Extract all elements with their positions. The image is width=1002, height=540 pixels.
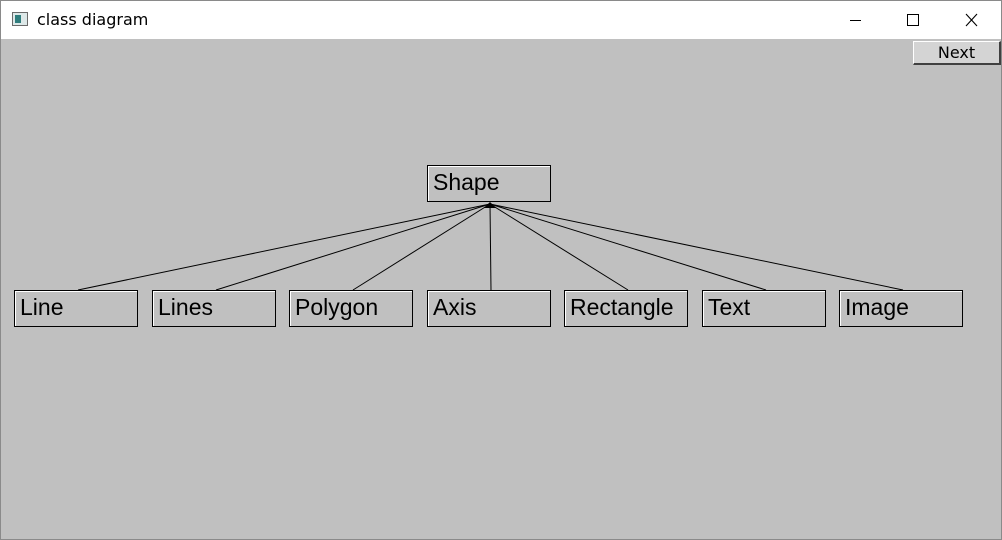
class-box-shape: Shape bbox=[427, 165, 551, 202]
minimize-icon bbox=[850, 20, 861, 21]
class-box-rectangle: Rectangle bbox=[564, 290, 688, 327]
minimize-button[interactable] bbox=[827, 1, 885, 39]
inheritance-line-rectangle bbox=[489, 203, 629, 291]
close-button[interactable] bbox=[943, 1, 1001, 39]
class-box-axis: Axis bbox=[427, 290, 551, 327]
class-box-image: Image bbox=[839, 290, 963, 327]
title-bar[interactable]: class diagram bbox=[1, 1, 1001, 39]
class-diagram bbox=[77, 202, 904, 291]
inheritance-arrowhead bbox=[484, 202, 496, 208]
class-box-polygon: Polygon bbox=[289, 290, 413, 327]
maximize-button[interactable] bbox=[885, 1, 943, 39]
next-button[interactable]: Next bbox=[913, 41, 1001, 65]
app-icon bbox=[12, 12, 28, 26]
close-icon bbox=[965, 13, 978, 27]
inheritance-line-text bbox=[489, 203, 767, 291]
window-title: class diagram bbox=[37, 10, 149, 29]
inheritance-line-polygon bbox=[352, 203, 491, 291]
inheritance-line-axis bbox=[489, 203, 492, 291]
class-box-text: Text bbox=[702, 290, 826, 327]
maximize-icon bbox=[907, 14, 919, 26]
inheritance-line-lines bbox=[215, 203, 491, 291]
class-box-line: Line bbox=[14, 290, 138, 327]
class-box-lines: Lines bbox=[152, 290, 276, 327]
inheritance-line-line bbox=[77, 203, 491, 291]
inheritance-line-image bbox=[489, 203, 904, 291]
